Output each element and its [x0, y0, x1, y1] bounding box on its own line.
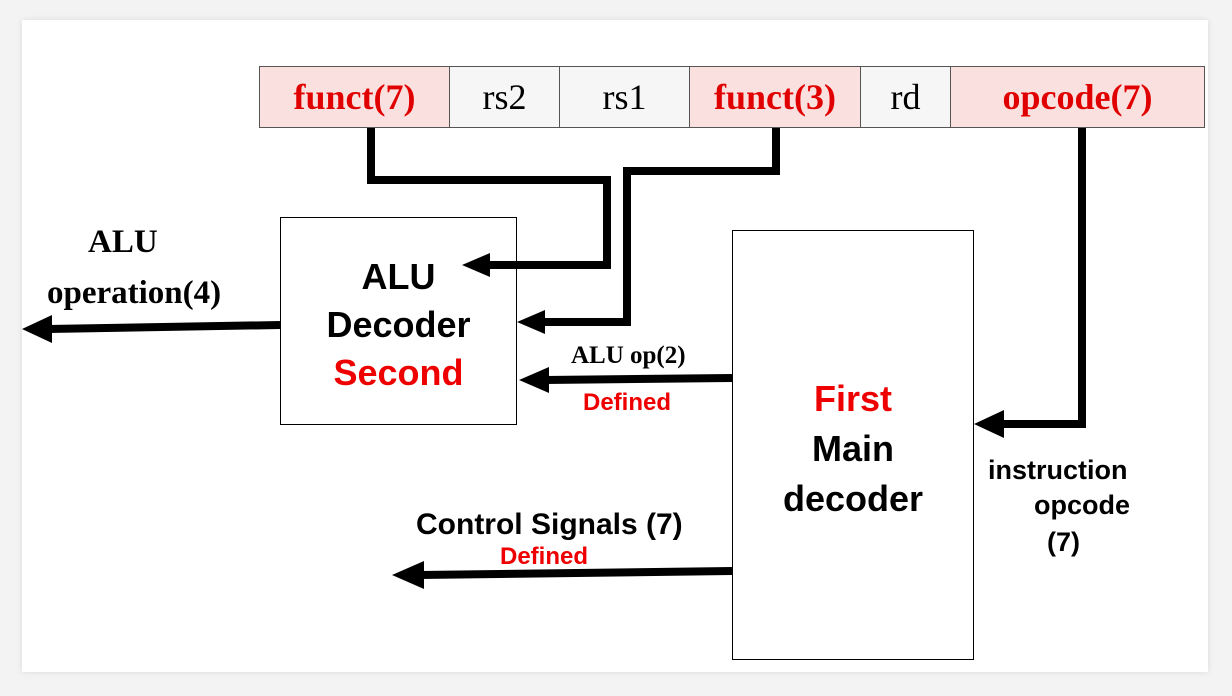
wire-alu-operation	[47, 321, 281, 333]
alu-op-label: ALU op(2)	[571, 342, 686, 369]
field-rd: rd	[860, 66, 951, 128]
arrowhead-opcode	[974, 410, 1004, 438]
alu-operation-label-line2: operation(4)	[47, 275, 222, 311]
arrowhead-funct7	[462, 253, 490, 277]
diagram-card	[22, 20, 1208, 672]
arrowhead-alu-op	[519, 367, 549, 393]
arrowhead-control-signals	[392, 561, 424, 589]
wire-funct7	[367, 128, 611, 269]
alu-op-defined-label: Defined	[583, 389, 672, 416]
instr-opcode-label-line2: opcode	[1034, 490, 1131, 520]
main-decoder-line3: decoder	[782, 478, 924, 519]
instr-opcode-label-line3: (7)	[1047, 527, 1080, 557]
field-funct3-label: funct(3)	[714, 77, 836, 117]
wire-control-signals	[419, 567, 733, 579]
wire-alu-op	[544, 374, 733, 384]
field-rd-label: rd	[890, 77, 921, 117]
control-defined-label: Defined	[500, 543, 589, 570]
field-rs2-label: rs2	[482, 77, 527, 117]
arrowhead-funct3	[517, 310, 545, 334]
field-rs1: rs1	[559, 66, 690, 128]
main-decoder-line2: Main	[811, 428, 894, 469]
arrowhead-alu-operation	[22, 315, 52, 343]
alu-decoder-line3: Second	[333, 352, 464, 393]
field-rs1-label: rs1	[602, 77, 647, 117]
wire-funct3	[541, 128, 780, 326]
field-opcode-label: opcode(7)	[1002, 77, 1153, 117]
alu-decoder-line1: ALU	[361, 256, 436, 297]
wire-opcode	[1000, 128, 1086, 428]
main-decoder-block: First Main decoder	[732, 230, 974, 660]
control-signals-label: Control Signals (7)	[416, 508, 683, 541]
instr-opcode-label-line1: instruction	[988, 455, 1128, 485]
alu-operation-label-line1: ALU	[88, 224, 158, 260]
field-funct7: funct(7)	[259, 66, 450, 128]
field-funct3: funct(3)	[689, 66, 861, 128]
alu-decoder-block: ALU Decoder Second	[280, 217, 517, 425]
main-decoder-line1: First	[813, 378, 892, 419]
field-funct7-label: funct(7)	[293, 77, 416, 117]
alu-decoder-line2: Decoder	[326, 304, 471, 345]
field-opcode: opcode(7)	[950, 66, 1205, 128]
